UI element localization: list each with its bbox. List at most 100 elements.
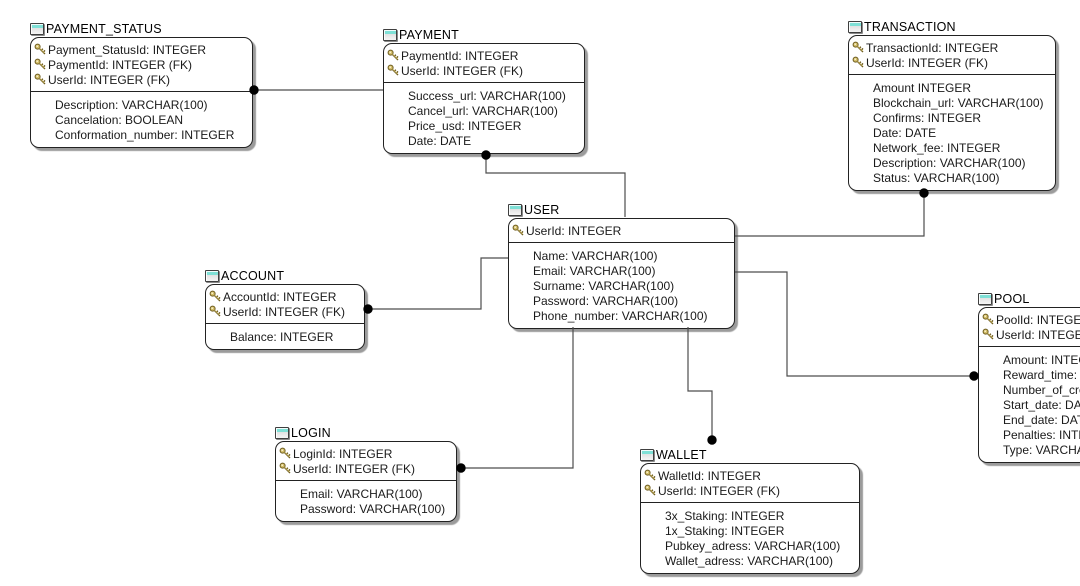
connector-account-user[interactable] [363,257,508,314]
attribute-row: Description: VARCHAR(100) [852,155,1051,170]
key-icon [279,447,291,459]
table-icon [205,270,219,282]
attribute-row: Pubkey_adress: VARCHAR(100) [644,538,855,553]
attribute-label: Surname: VARCHAR(100) [533,278,675,293]
key-attribute-row: UserId: INTEGER (FK) [279,461,452,476]
key-attribute-row: WalletId: INTEGER [644,468,855,483]
connection-dot [363,304,373,314]
entity-title: PAYMENT [383,28,585,42]
attribute-row: Phone_number: VARCHAR(100) [512,308,730,323]
key-attribute-row: UserId: INTEGER (FK) [852,55,1051,70]
key-attribute-label: UserId: INTEGER (FK) [658,483,781,498]
attribute-label: Cancelation: BOOLEAN [55,112,184,127]
entity-user[interactable]: USER UserId: INTEGER Name: VARCHAR(100)E… [508,203,735,329]
key-icon [34,73,46,85]
attributes-section: Name: VARCHAR(100)Email: VARCHAR(100)Sur… [509,243,734,328]
key-attribute-row: UserId: INTEGER (FK) [34,72,248,87]
key-attribute-label: UserId: INTEGER (FK) [866,55,989,70]
key-attribute-row: PoolId: INTEGER [982,312,1080,327]
attribute-row: Name: VARCHAR(100) [512,248,730,263]
attribute-row: Status: VARCHAR(100) [852,170,1051,185]
entity-title: ACCOUNT [205,269,365,283]
attribute-label: Email: VARCHAR(100) [300,486,423,501]
key-attribute-row: UserId: INTEGER [512,223,730,238]
keys-section: UserId: INTEGER [509,219,734,243]
connector-pool-user[interactable] [735,271,979,381]
entity-title-label: TRANSACTION [864,20,956,34]
connector-wallet-user[interactable] [687,327,717,445]
key-icon [644,469,656,481]
attribute-row: Date: DATE [387,133,580,148]
attribute-label: Amount INTEGER [873,80,972,95]
key-attribute-row: Payment_StatusId: INTEGER [34,42,248,57]
key-attribute-row: TransactionId: INTEGER [852,40,1051,55]
connection-dot [707,435,717,445]
attributes-section: Description: VARCHAR(100)Cancelation: BO… [31,92,252,147]
attribute-label: Status: VARCHAR(100) [873,170,1000,185]
key-attribute-label: LoginId: INTEGER [293,446,393,461]
entity-title-label: WALLET [656,448,707,462]
key-attribute-label: TransactionId: INTEGER [866,40,999,55]
attribute-row: Password: VARCHAR(100) [279,501,452,516]
attribute-row: Amount: INTEGER [982,352,1080,367]
key-icon [209,305,221,317]
entity-title: POOL [978,292,1080,306]
attribute-label: Confirms: INTEGER [873,110,982,125]
key-attribute-label: UserId: INTEGER (FK) [223,304,346,319]
key-attribute-label: PoolId: INTEGER [996,312,1080,327]
connector-login-user[interactable] [456,327,574,473]
connector-payment-status-payment[interactable] [249,85,383,95]
attribute-row: 1x_Staking: INTEGER [644,523,855,538]
key-icon [387,64,399,76]
attribute-label: Wallet_adress: VARCHAR(100) [665,553,834,568]
key-attribute-label: WalletId: INTEGER [658,468,761,483]
key-attribute-label: UserId: INTEGER (FK) [293,461,416,476]
key-icon [852,41,864,53]
attribute-label: Amount: INTEGER [1003,352,1080,367]
entity-title-label: USER [524,203,560,217]
attribute-row: Date: DATE [852,125,1051,140]
attribute-label: Type: VARCHAR(100) [1003,442,1080,457]
attribute-row: Cancelation: BOOLEAN [34,112,248,127]
key-attribute-row: UserId: INTEGER (FK) [387,63,580,78]
entity-title-label: POOL [994,292,1030,306]
attribute-label: Phone_number: VARCHAR(100) [533,308,708,323]
entity-title-label: LOGIN [291,426,331,440]
key-icon [982,328,994,340]
table-icon [383,29,397,41]
attribute-label: Date: DATE [873,125,937,140]
key-attribute-row: PaymentId: INTEGER [387,48,580,63]
entity-payment-status[interactable]: PAYMENT_STATUS Payment_StatusId: INTEGER… [30,22,253,148]
key-attribute-label: Payment_StatusId: INTEGER [48,42,207,57]
attribute-label: Blockchain_url: VARCHAR(100) [873,95,1044,110]
attribute-row: Start_date: DATE [982,397,1080,412]
key-attribute-label: PaymentId: INTEGER [401,48,519,63]
attribute-row: Email: VARCHAR(100) [279,486,452,501]
key-attribute-label: UserId: INTEGER (FK) [48,72,171,87]
key-attribute-label: AccountId: INTEGER [223,289,337,304]
key-icon [982,313,994,325]
attributes-section: Email: VARCHAR(100)Password: VARCHAR(100… [276,481,456,521]
connector-transaction-user[interactable] [735,188,929,237]
key-icon [279,462,291,474]
attribute-label: Pubkey_adress: VARCHAR(100) [665,538,841,553]
key-icon [387,49,399,61]
attribute-label: Password: VARCHAR(100) [533,293,679,308]
attribute-label: Penalties: INTEGER [1003,427,1080,442]
entity-title: PAYMENT_STATUS [30,22,253,36]
attribute-row: Number_of_credits: INTEGER [982,382,1080,397]
key-attribute-label: UserId: INTEGER [526,223,622,238]
attribute-row: Penalties: INTEGER [982,427,1080,442]
attributes-section: Success_url: VARCHAR(100)Cancel_url: VAR… [384,83,584,153]
